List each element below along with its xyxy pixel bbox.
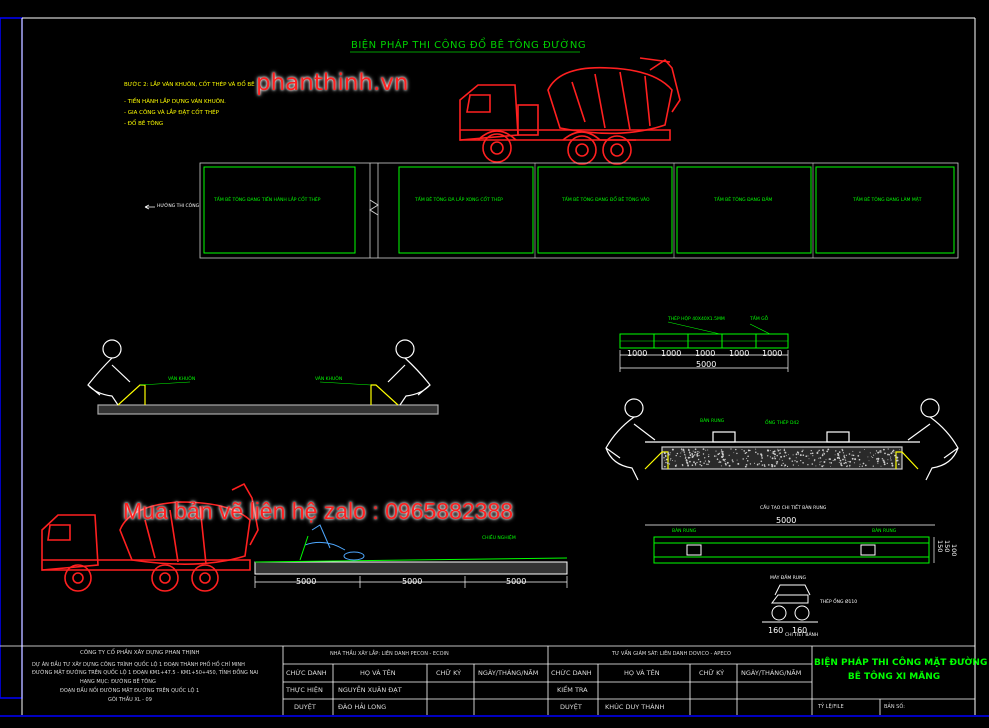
- vibrating-bench-section: [605, 398, 959, 481]
- mixer-truck-top: [459, 57, 681, 165]
- tb-role: DUYỆT: [560, 703, 582, 711]
- road-layer: [254, 524, 568, 588]
- panel-strip: [199, 162, 959, 259]
- plank-label-left: BÀN RUNG: [700, 419, 725, 424]
- bench-detail: [645, 524, 935, 564]
- tb-col-header: CHỮ KÝ: [436, 669, 462, 677]
- vibrator-machine: [762, 584, 818, 623]
- step-item: - ĐỔ BÊ TÔNG: [124, 121, 164, 127]
- tb-col-header: HỌ VÀ TÊN: [360, 669, 396, 677]
- watermark-contact: Mua bản vẽ liên hệ zalo : 0965882388: [123, 498, 514, 524]
- dimension: 1000: [627, 349, 648, 358]
- tb-package: GÓI THẦU XL - 09: [108, 697, 152, 703]
- tb-company: CÔNG TY CỔ PHẦN XÂY DỰNG PHAN THỊNH: [80, 650, 200, 656]
- tb-project-line: ĐƯỜNG MẶT ĐƯỜNG TRÊN QUỐC LỘ 1 ĐOẠN KM1+…: [32, 670, 259, 676]
- panel-label: TẤM BÊ TÔNG ĐANG ĐỔ BÊ TÔNG VÀO: [562, 198, 650, 203]
- dimension-side: 100: [950, 544, 958, 557]
- vibrator-label: MÁY ĐẦM RUNG: [770, 576, 806, 581]
- concrete-label: CHIỀU NGHIỆM: [482, 536, 516, 541]
- step-heading: BƯỚC 2: LẮP VÁN KHUÔN, CỐT THÉP VÀ ĐỔ BÊ: [124, 82, 255, 88]
- sheet-title-2: BÊ TÔNG XI MĂNG: [847, 672, 941, 682]
- dimension-side: 150: [936, 540, 944, 553]
- step-item: - GIA CÔNG VÀ LẮP ĐẶT CỐT THÉP: [124, 110, 219, 116]
- tb-file-label: TỶ LỆ/FILE: [818, 704, 844, 710]
- detail-label: CẤU TẠO CHI TIẾT BÀN RUNG: [760, 506, 827, 511]
- tb-project-line: HẠNG MỤC: ĐƯỜNG BÊ TÔNG: [80, 679, 156, 685]
- plank-label-b: BÀN RUNG: [872, 529, 897, 534]
- dimension-wheel: 160: [792, 626, 808, 635]
- tb-col-header: HỌ VÀ TÊN: [624, 669, 660, 677]
- step-item: - TIẾN HÀNH LẮP DỰNG VÁN KHUÔN.: [124, 99, 226, 105]
- tb-col-header: NGÀY/THÁNG/NĂM: [478, 669, 539, 677]
- panel-label: TẤM BÊ TÔNG ĐANG LÀM MẶT: [853, 198, 922, 203]
- tb-col-header: NGÀY/THÁNG/NĂM: [741, 669, 802, 677]
- tb-name: KHÚC DUY THÀNH: [605, 703, 665, 711]
- rebar-mesh-plan: [619, 321, 789, 349]
- panel-label: TẤM BÊ TÔNG ĐÃ LẮP XONG CỐT THÉP: [415, 198, 503, 203]
- formwork-top-label: TẤM GỖ: [750, 317, 769, 322]
- tb-project-line: DỰ ÁN ĐẦU TƯ XÂY DỰNG CÔNG TRÌNH QUỐC LỘ…: [32, 662, 245, 668]
- dimension-side: 150: [943, 540, 951, 553]
- formwork-label-right: VÁN KHUÔN: [315, 377, 343, 382]
- tb-col-header: CHỨC DANH: [551, 669, 592, 677]
- dimension: 1000: [695, 349, 716, 358]
- tb-project-line: ĐOẠN ĐẤU NỐI ĐƯỜNG MẶT ĐƯỜNG TRÊN QUỐC L…: [60, 688, 200, 694]
- sheet-title-1: BIỆN PHÁP THI CÔNG MẶT ĐƯỜNG: [814, 658, 988, 668]
- watermark-site: phanthinh.vn: [256, 70, 409, 96]
- dimension: 1000: [762, 349, 783, 358]
- tb-consultant: TƯ VẤN GIÁM SÁT: LIÊN DANH DOVICO - APEC…: [612, 651, 731, 657]
- panel-label: TẤM BÊ TÔNG ĐANG ĐẦM: [714, 198, 773, 203]
- plank-label-a: BÀN RUNG: [672, 529, 697, 534]
- tb-role: THỰC HIỆN: [286, 686, 323, 694]
- dimension-road: 5000: [402, 577, 423, 586]
- dimension: 1000: [729, 349, 750, 358]
- title-block: [0, 645, 975, 715]
- plank-label-right: ỐNG THÉP D42: [765, 421, 800, 426]
- tb-role: KIỂM TRA: [557, 686, 588, 694]
- vibrator-sub: THÉP ỐNG Ø110: [820, 600, 858, 605]
- dimension-wheel: 160: [768, 626, 784, 635]
- tb-sheet-label: BẢN SỐ:: [884, 704, 905, 710]
- direction-label: HƯỚNG THI CÔNG: [157, 204, 200, 209]
- tb-contractor: NHÀ THẦU XÂY LẮP: LIÊN DANH PECON - ECOI…: [330, 651, 449, 657]
- drawing-title: BIỆN PHÁP THI CÔNG ĐỔ BÊ TÔNG ĐƯỜNG: [351, 40, 587, 51]
- tb-name: ĐÀO HẢI LONG: [338, 703, 387, 711]
- panel-label: TẤM BÊ TÔNG ĐANG TIẾN HÀNH LẮP CỐT THÉP: [214, 198, 321, 203]
- dimension: 1000: [661, 349, 682, 358]
- tb-role: DUYỆT: [294, 703, 316, 711]
- concrete-fill-dots: [663, 448, 901, 468]
- dimension-total: 5000: [696, 360, 717, 369]
- rebar-mesh-label: THÉP HỘP 40X40X1.5MM: [668, 317, 725, 322]
- dimension-road: 5000: [506, 577, 527, 586]
- formwork-section-left: [87, 339, 439, 415]
- tb-name: NGUYỄN XUÂN ĐẠT: [338, 686, 402, 694]
- tb-col-header: CHỨC DANH: [286, 669, 327, 677]
- dimension-bench: 5000: [776, 516, 797, 525]
- dimension-road: 5000: [296, 577, 317, 586]
- tb-col-header: CHỮ KÝ: [699, 669, 725, 677]
- formwork-label-left: VÁN KHUÔN: [168, 377, 196, 382]
- vibrator-note: CHI TIẾT BÁNH: [785, 633, 819, 638]
- mixer-truck-bottom: [41, 482, 259, 592]
